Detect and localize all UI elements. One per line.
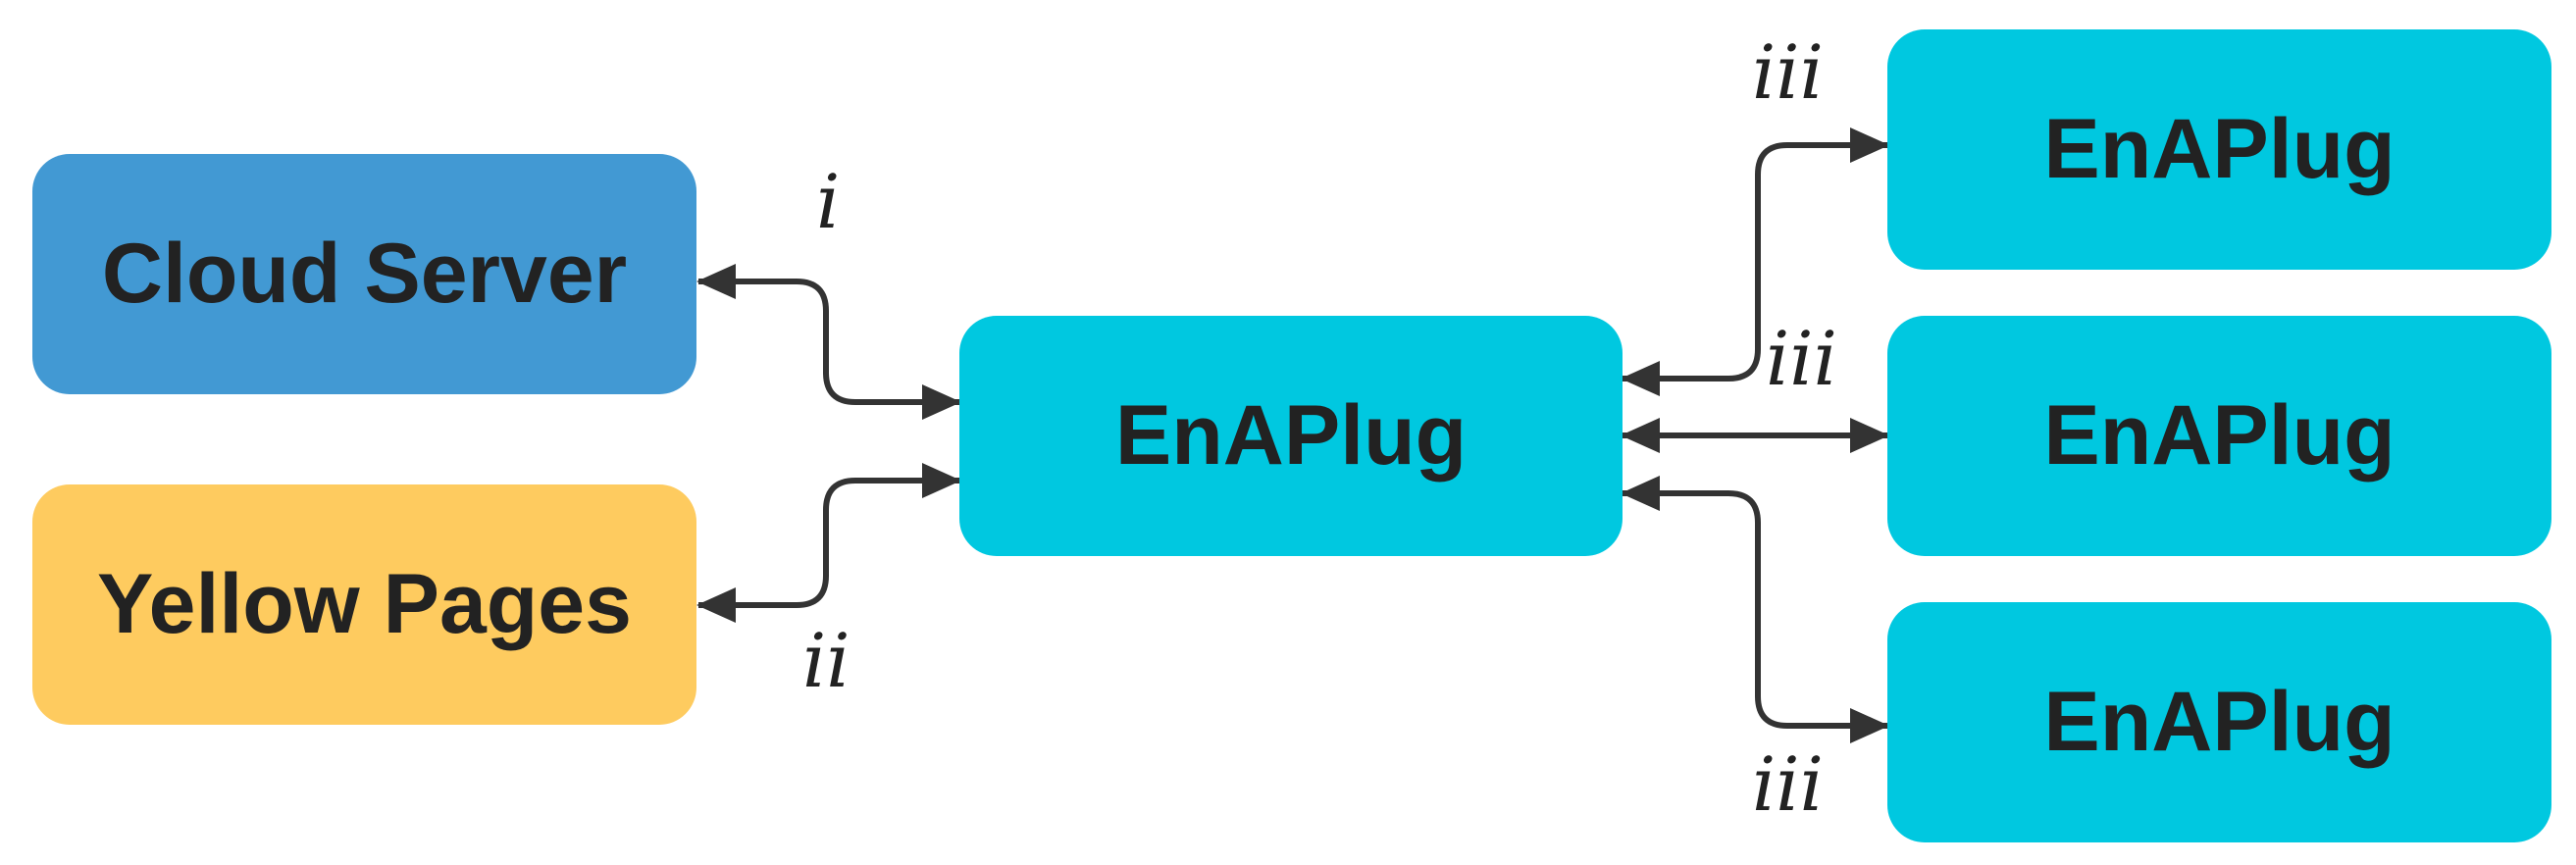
- cloud-server-node: Cloud Server: [32, 154, 696, 394]
- edge-yellow-center: [696, 463, 961, 623]
- edge-cloud-center: [696, 264, 961, 420]
- edge-label-iii-bottom: iii: [1752, 740, 1824, 828]
- right-enaplug-node-bottom: EnAPlug: [1887, 602, 2551, 842]
- edge-label-iii-top: iii: [1752, 28, 1824, 116]
- right-enaplug-node-middle: EnAPlug: [1887, 316, 2551, 556]
- edge-label-iii-mid: iii: [1766, 315, 1837, 402]
- right-enaplug-node-top: EnAPlug: [1887, 29, 2551, 270]
- edge-label-i: i: [816, 158, 840, 245]
- edge-center-right-bottom: [1621, 476, 1889, 743]
- center-enaplug-node: EnAPlug: [959, 316, 1623, 556]
- edge-label-ii: ii: [802, 617, 850, 704]
- edge-center-right-top: [1621, 127, 1889, 396]
- yellow-pages-node: Yellow Pages: [32, 484, 696, 725]
